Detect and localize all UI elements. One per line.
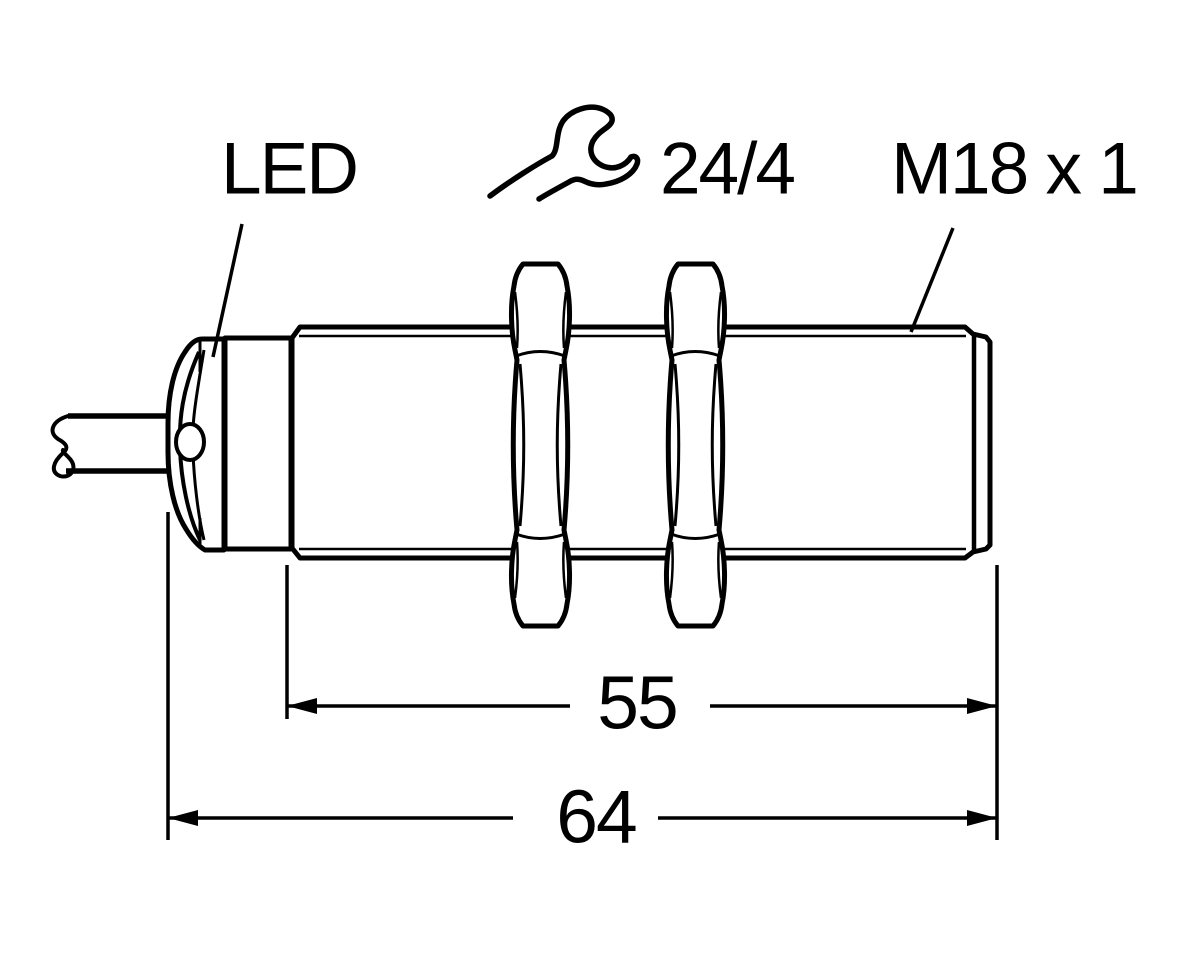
dimension-64-value: 64 (556, 774, 637, 859)
arrowhead-left (168, 810, 198, 826)
wrench-size-label: 24/4 (659, 128, 796, 210)
thread-leader-line (909, 227, 955, 333)
arrowhead-right (967, 810, 997, 826)
thread-spec-label: M18 x 1 (891, 128, 1139, 210)
cable (50, 413, 172, 479)
arrowhead-left (287, 698, 317, 714)
sensor-rear-cap (165, 336, 227, 553)
wrench-icon (487, 104, 641, 202)
hex-nut-2 (666, 264, 724, 626)
sensor-threaded-barrel (289, 324, 993, 561)
led-leader-line (211, 223, 244, 358)
cable-break-squiggle (50, 414, 76, 479)
hex-nut-1 (511, 264, 569, 626)
sensor-rear-housing (222, 335, 294, 552)
dimension-55-value: 55 (597, 660, 678, 745)
led-dome (174, 422, 206, 462)
dimension-thread-length (285, 565, 999, 840)
led-label: LED (220, 128, 359, 210)
dimension-overall-length (166, 512, 997, 840)
arrowhead-right (967, 698, 997, 714)
